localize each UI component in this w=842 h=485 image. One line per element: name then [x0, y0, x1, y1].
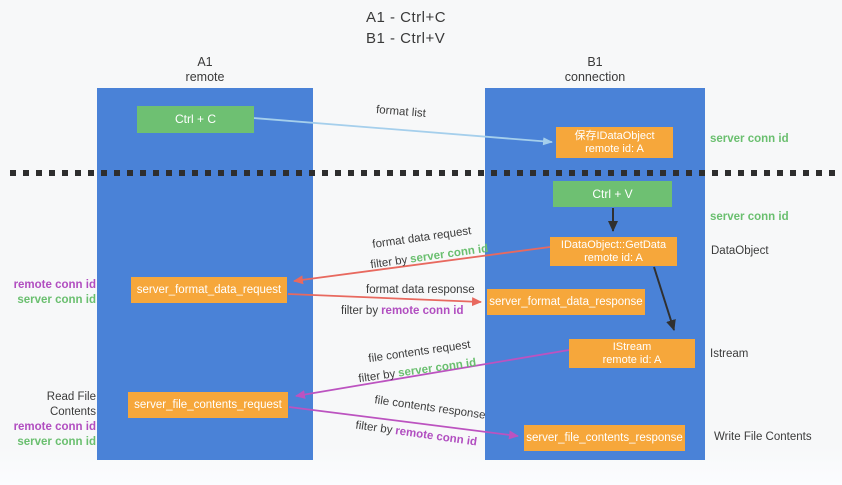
right-label-server-conn-id-top: server conn id: [710, 133, 789, 145]
node-save-idataobject-line2: remote id: A: [585, 142, 644, 155]
node-format-response-label: server_format_data_response: [489, 295, 643, 308]
left-server-conn-id: server conn id: [17, 294, 96, 306]
filter-by-text: filter by: [357, 368, 397, 386]
right-label-istream: Istream: [710, 348, 749, 360]
node-file-request-label: server_file_contents_request: [134, 398, 282, 411]
node-file-response-label: server_file_contents_response: [526, 431, 683, 444]
filter-by-text: filter by: [341, 305, 379, 317]
left-read-file-contents: Read File Contents: [46, 391, 96, 418]
node-ctrl-c: Ctrl + C: [137, 106, 254, 133]
node-server-format-data-request: server_format_data_request: [131, 277, 287, 303]
node-istream-line2: remote id: A: [602, 353, 662, 366]
label-format-list: format list: [375, 104, 427, 120]
node-ctrl-c-label: Ctrl + C: [174, 112, 216, 126]
filter-by-text: filter by: [369, 254, 409, 272]
right-label-dataobject: DataObject: [711, 245, 769, 257]
lifeline-header-b1: B1 connection: [485, 55, 705, 85]
filter-by-text: filter by: [354, 419, 394, 437]
lifeline-b1-name: B1: [587, 55, 603, 69]
remote-conn-id-text: remote conn id: [394, 425, 478, 449]
diagram-title: A1 - Ctrl+C B1 - Ctrl+V: [366, 7, 446, 49]
node-server-file-contents-response: server_file_contents_response: [524, 425, 685, 451]
node-ctrl-v: Ctrl + V: [553, 181, 672, 207]
left-server-conn-id: server conn id: [17, 436, 96, 448]
left-label-group-file: Read File Contents remote conn id server…: [0, 390, 96, 450]
right-label-write-file-contents: Write File Contents: [714, 431, 812, 443]
node-format-request-label: server_format_data_request: [136, 283, 282, 296]
node-ctrl-v-label: Ctrl + V: [592, 186, 633, 201]
lifeline-b1-subtitle: connection: [564, 70, 626, 84]
node-save-idataobject: 保存IDataObject remote id: A: [556, 127, 673, 158]
lifeline-a1-name: A1: [197, 55, 213, 69]
right-label-server-conn-id-mid: server conn id: [710, 211, 789, 223]
server-conn-id-text: server conn id: [409, 242, 489, 266]
node-getdata-line2: remote id: A: [584, 251, 643, 264]
node-getdata-line1: IDataObject::GetData: [560, 238, 667, 251]
node-istream: IStream remote id: A: [569, 339, 695, 368]
lifeline-header-a1: A1 remote: [97, 55, 313, 85]
title-line-2: B1 - Ctrl+V: [366, 30, 446, 47]
node-idataobject-getdata: IDataObject::GetData remote id: A: [550, 237, 677, 266]
node-server-file-contents-request: server_file_contents_request: [128, 392, 288, 418]
label-filter-by-remote-2: filter byremote conn id: [355, 420, 478, 449]
node-save-idataobject-line1: 保存IDataObject: [574, 129, 655, 142]
node-server-format-data-response: server_format_data_response: [487, 289, 645, 315]
left-label-group-format: remote conn id server conn id: [0, 278, 96, 308]
lifeline-a1-subtitle: remote: [185, 70, 225, 84]
remote-conn-id-text: remote conn id: [381, 305, 464, 317]
left-remote-conn-id: remote conn id: [13, 279, 96, 291]
title-line-1: A1 - Ctrl+C: [366, 9, 447, 26]
label-file-contents-response: file contents response: [373, 394, 487, 422]
server-conn-id-text: server conn id: [397, 356, 477, 380]
left-remote-conn-id: remote conn id: [13, 421, 96, 433]
label-format-data-response: format data response: [366, 284, 475, 296]
node-istream-line1: IStream: [612, 340, 652, 353]
